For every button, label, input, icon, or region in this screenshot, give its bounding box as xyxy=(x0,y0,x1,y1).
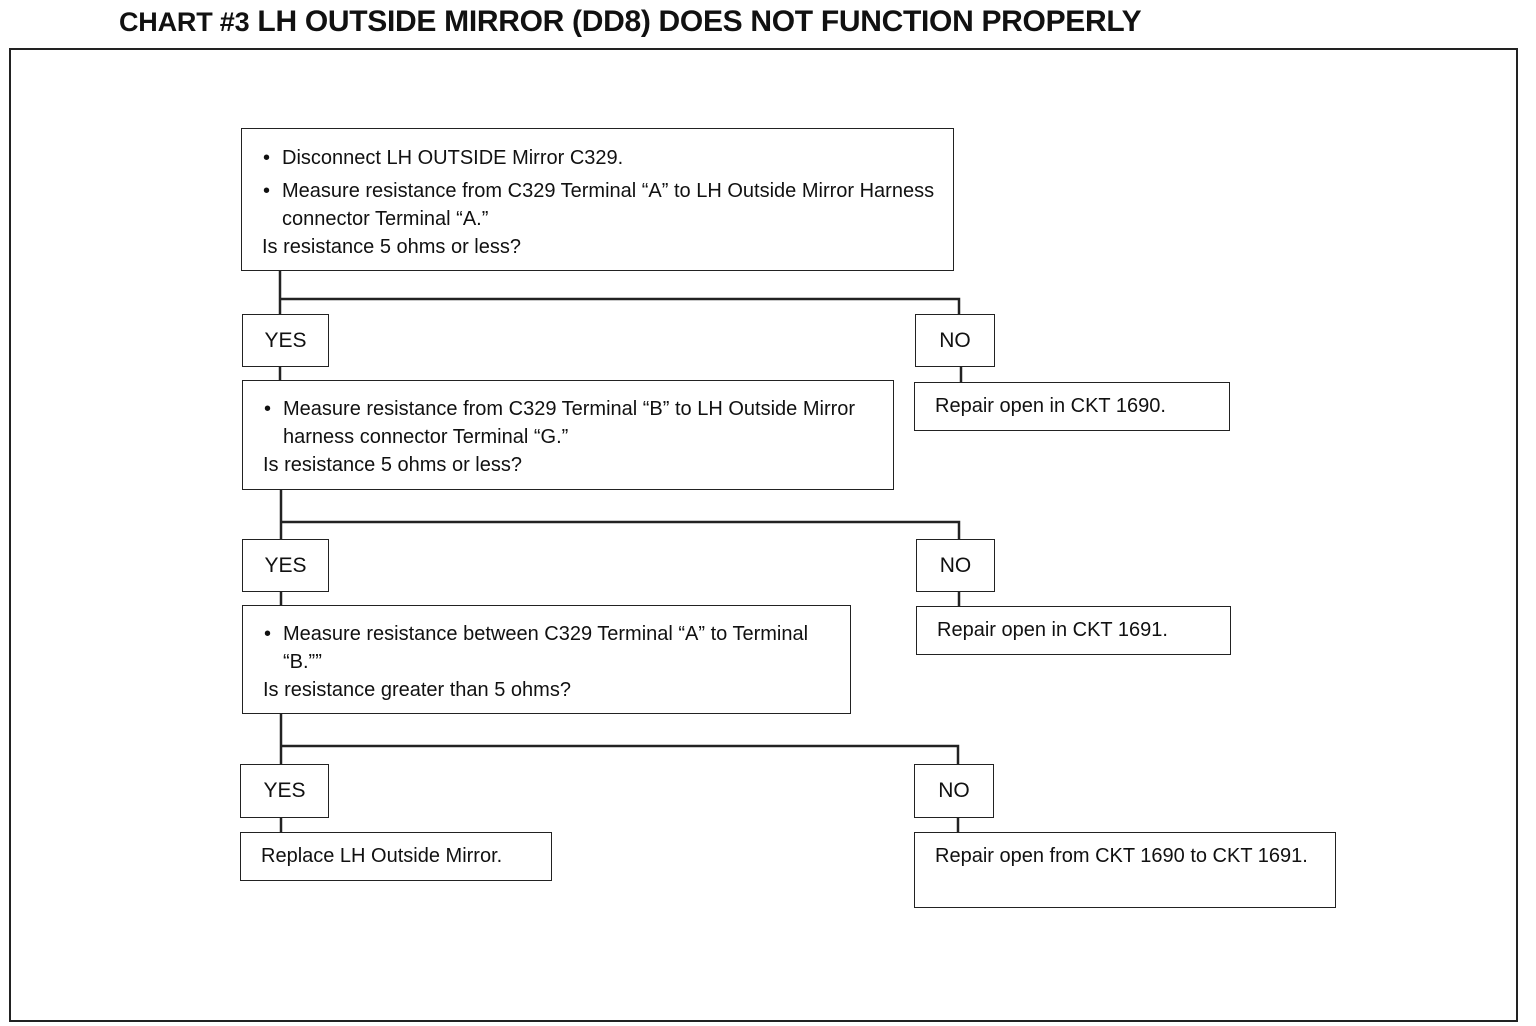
connector-step3-no xyxy=(281,744,960,764)
step-1-box: Disconnect LH OUTSIDE Mirror C329. Measu… xyxy=(241,128,954,271)
step-3-box: Measure resistance between C329 Terminal… xyxy=(242,605,851,714)
yes-action-3: Replace LH Outside Mirror. xyxy=(240,832,552,881)
step-3-question: Is resistance greater than 5 ohms? xyxy=(263,679,571,701)
step-2-bullet: Measure resistance from C329 Terminal “B… xyxy=(263,395,875,451)
step-2-question: Is resistance 5 ohms or less? xyxy=(263,454,522,476)
no-label-2: NO xyxy=(916,539,995,592)
no-label-1: NO xyxy=(915,314,995,367)
step-1-question: Is resistance 5 ohms or less? xyxy=(262,236,521,258)
no-action-2: Repair open in CKT 1691. xyxy=(916,606,1231,655)
step-2-box: Measure resistance from C329 Terminal “B… xyxy=(242,380,894,490)
connector-step2-no xyxy=(281,520,961,539)
yes-label-1: YES xyxy=(242,314,329,367)
chart-number: CHART #3 xyxy=(119,7,250,37)
step-1-bullet: Measure resistance from C329 Terminal “A… xyxy=(262,177,935,233)
step-1-bullet: Disconnect LH OUTSIDE Mirror C329. xyxy=(262,144,935,172)
no-action-1: Repair open in CKT 1690. xyxy=(914,382,1230,431)
connector-step1-no xyxy=(280,297,961,314)
step-3-bullet: Measure resistance between C329 Terminal… xyxy=(263,620,832,676)
chart-frame xyxy=(9,48,1518,1022)
no-action-3: Repair open from CKT 1690 to CKT 1691. xyxy=(914,832,1336,908)
no-label-3: NO xyxy=(914,764,994,818)
yes-label-2: YES xyxy=(242,539,329,592)
chart-title-text: LH OUTSIDE MIRROR (DD8) DOES NOT FUNCTIO… xyxy=(257,5,1142,38)
yes-label-3: YES xyxy=(240,764,329,818)
